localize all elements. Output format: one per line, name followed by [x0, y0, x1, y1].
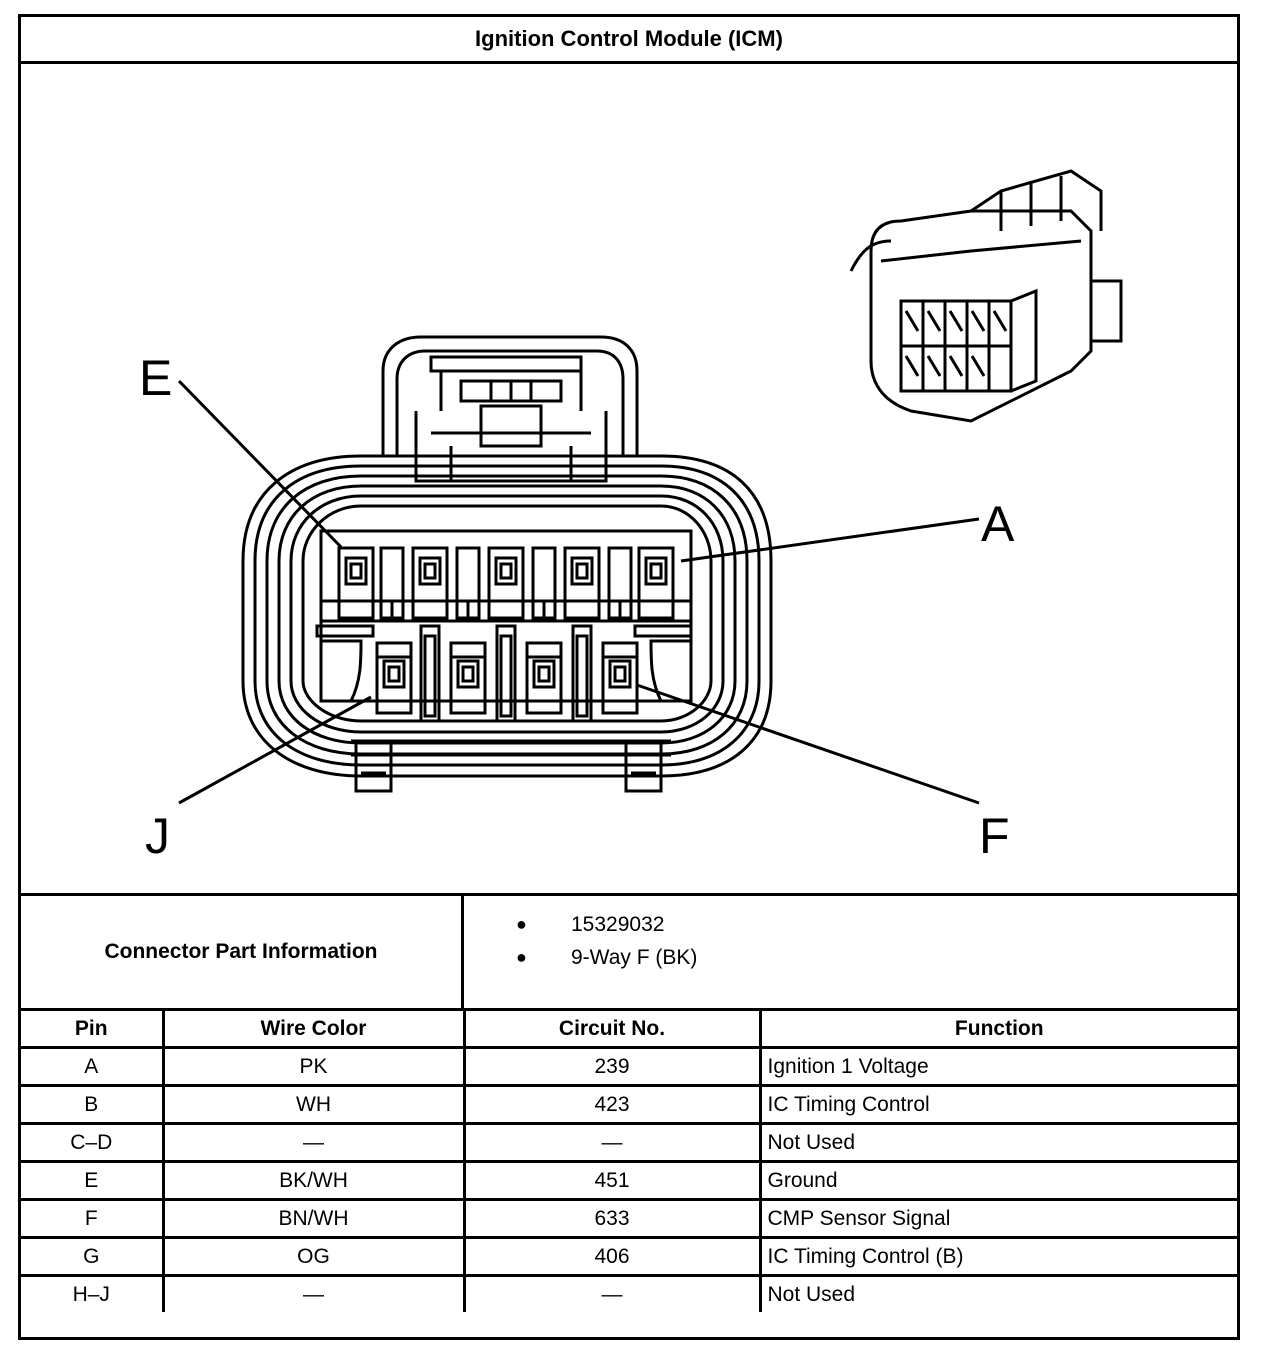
circuit-cell: 633 — [462, 1198, 762, 1239]
connector-face-diagram: E A J F — [139, 169, 1123, 864]
header-pin: Pin — [21, 1011, 165, 1049]
part-info-item: ●9-Way F (BK) — [516, 941, 697, 974]
function-cell: Not Used — [758, 1122, 1237, 1163]
table-row: G OG 406 IC Timing Control (B) — [21, 1236, 1237, 1277]
pin-cell: F — [21, 1198, 165, 1239]
pin-cell: B — [21, 1084, 165, 1125]
part-info-list: ●15329032 ●9-Way F (BK) — [464, 896, 1237, 1008]
pin-a-label: A — [981, 496, 1015, 552]
table-row: E BK/WH 451 Ground — [21, 1160, 1237, 1201]
table-row: A PK 239 Ignition 1 Voltage — [21, 1046, 1237, 1087]
header-function: Function — [758, 1011, 1237, 1049]
wire-color-cell: BK/WH — [161, 1160, 466, 1201]
page-title: Ignition Control Module (ICM) — [21, 17, 1237, 64]
wire-color-cell: BN/WH — [161, 1198, 466, 1239]
circuit-cell: 451 — [462, 1160, 762, 1201]
function-cell: IC Timing Control (B) — [758, 1236, 1237, 1277]
wire-color-cell: — — [161, 1274, 466, 1312]
pin-cell: A — [21, 1046, 165, 1087]
pin-j-label: J — [145, 808, 170, 864]
pin-e-label: E — [139, 350, 172, 406]
part-info-item: ●15329032 — [516, 908, 697, 941]
wire-color-cell: — — [161, 1122, 466, 1163]
header-wire-color: Wire Color — [161, 1011, 466, 1049]
table-row: F BN/WH 633 CMP Sensor Signal — [21, 1198, 1237, 1239]
circuit-cell: — — [462, 1274, 762, 1312]
pin-cell: C–D — [21, 1122, 165, 1163]
pin-f-label: F — [979, 808, 1010, 864]
circuit-cell: 406 — [462, 1236, 762, 1277]
connector-sheet: Ignition Control Module (ICM) — [18, 14, 1240, 1340]
function-cell: IC Timing Control — [758, 1084, 1237, 1125]
table-row: B WH 423 IC Timing Control — [21, 1084, 1237, 1125]
wire-color-cell: OG — [161, 1236, 466, 1277]
wire-color-cell: PK — [161, 1046, 466, 1087]
connector-drawing: E A J F — [21, 61, 1237, 893]
pin-cell: E — [21, 1160, 165, 1201]
circuit-cell: 239 — [462, 1046, 762, 1087]
circuit-cell: — — [462, 1122, 762, 1163]
bullet-icon: ● — [516, 914, 527, 934]
connector-part-information: Connector Part Information ●15329032 ●9-… — [21, 893, 1237, 1011]
function-cell: Ground — [758, 1160, 1237, 1201]
pin-cell: H–J — [21, 1274, 165, 1312]
table-header-row: Pin Wire Color Circuit No. Function — [21, 1011, 1237, 1049]
table-row: H–J — — Not Used — [21, 1274, 1237, 1312]
table-row: C–D — — Not Used — [21, 1122, 1237, 1163]
wire-color-cell: WH — [161, 1084, 466, 1125]
bullet-icon: ● — [516, 947, 527, 967]
part-info-label: Connector Part Information — [21, 896, 464, 1008]
function-cell: CMP Sensor Signal — [758, 1198, 1237, 1239]
pin-table: Pin Wire Color Circuit No. Function A PK… — [21, 1011, 1237, 1312]
circuit-cell: 423 — [462, 1084, 762, 1125]
function-cell: Not Used — [758, 1274, 1237, 1312]
header-circuit-no: Circuit No. — [462, 1011, 762, 1049]
function-cell: Ignition 1 Voltage — [758, 1046, 1237, 1087]
pin-cell: G — [21, 1236, 165, 1277]
